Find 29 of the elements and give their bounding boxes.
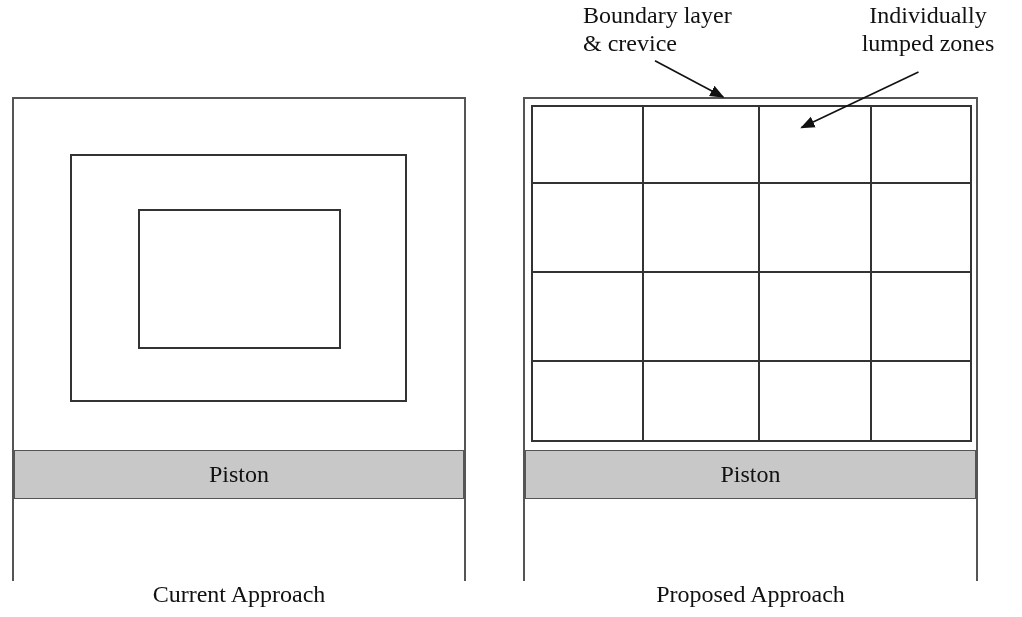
zone-cell (759, 106, 871, 183)
zone-box (70, 154, 407, 402)
callout-text: Boundary layer & crevice (583, 2, 732, 56)
piston-bar (525, 450, 976, 499)
piston-label: Piston (720, 460, 781, 489)
callout-text: Individually lumped zones (861, 2, 995, 56)
zone-cell (871, 183, 971, 272)
zone-cell (759, 183, 871, 272)
zone-cell (532, 106, 643, 183)
zone-cell (871, 361, 971, 441)
zone-cell (759, 361, 871, 441)
leader-line (800, 71, 920, 129)
zone-cell (871, 272, 971, 361)
zone-cell (532, 361, 643, 441)
cylinder-label: Current Approach (151, 581, 327, 608)
leader-line (654, 60, 725, 98)
zone-grid (531, 105, 972, 442)
piston-bar (14, 450, 464, 499)
zone-cell (643, 272, 759, 361)
cylinder-label: Proposed Approach (655, 581, 846, 608)
zone-cell (643, 361, 759, 441)
zone-box (138, 209, 341, 349)
zone-cell (532, 183, 643, 272)
zone-cell (871, 106, 971, 183)
zone-cell (643, 183, 759, 272)
zone-cell (532, 272, 643, 361)
zone-cell (759, 272, 871, 361)
zone-cell (643, 106, 759, 183)
piston-label: Piston (209, 460, 269, 489)
